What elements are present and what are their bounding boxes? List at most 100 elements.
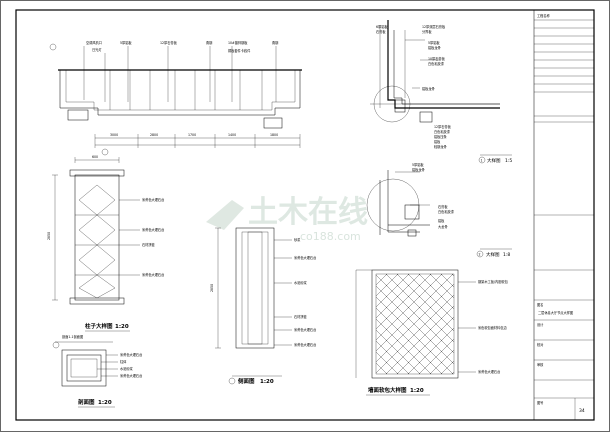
wall-label-4: 石材拼缝 — [294, 314, 308, 319]
panel-frame — [371, 269, 459, 379]
detail-a-label-6: 铝板龙骨 — [428, 45, 441, 50]
tb-sheet-no: 34 — [579, 408, 585, 414]
column-label-2: 米黄色大理石台 — [142, 227, 164, 232]
wall-label-2: 米黄色大理石台 — [294, 255, 316, 260]
column-dim-width: 600 — [92, 155, 98, 159]
detail-a-label-10: 12厚石膏板 — [434, 124, 452, 129]
detail-b-label-3: 石膏板 — [438, 204, 448, 209]
wall-elev-scale: 1:20 — [260, 379, 274, 385]
section-label-2: 柱体 — [120, 359, 127, 364]
title-block: 工程名称 图名 二层休息大厅节点大样图 设计 校对 审核 图号 34 — [533, 9, 595, 421]
tb-row-3: 审核 — [537, 362, 544, 367]
detail-b-num: 2 — [479, 253, 481, 257]
column-label-3: 石材拼缝 — [142, 242, 156, 247]
top-label-2: 日光灯 — [92, 47, 102, 52]
detail-b-label-6: 大龙骨 — [438, 224, 448, 229]
column-diamond-pattern — [75, 184, 119, 299]
top-label-3: 5厚铝板 — [120, 40, 132, 45]
tb-row-2: 校对 — [537, 342, 544, 347]
detail-a-label-14: 轻钢龙骨 — [434, 144, 447, 149]
top-dimensions: 3000 2800 1700 1400 1800 — [94, 133, 301, 156]
detail-a-label-4: 分界板 — [422, 29, 432, 34]
detail-b-label-5: 铝板 — [438, 218, 445, 223]
detail-b-title: 大样图 — [486, 251, 500, 258]
air-outlet — [67, 109, 89, 121]
wall-label-6: 米黄色大理石台 — [294, 342, 316, 347]
detail-a-scale: 1:5 — [505, 158, 512, 164]
detail-a-label-8: 白色乳胶漆 — [428, 61, 445, 66]
top-leaders — [83, 46, 277, 102]
tb-drawing-label: 图名 — [537, 302, 543, 307]
watermark-text: 土木在线 — [248, 195, 368, 230]
detail-a-label-3: 12厚双层石膏板 — [422, 24, 446, 29]
top-ceiling-section: 空调风机口 日光灯 5厚铝板 12厚石膏板 角钢 10#镀锌钢板 铜板套件卡线件… — [49, 40, 302, 156]
tb-project-label: 工程名称 — [537, 13, 551, 18]
wall-elev-marker — [228, 377, 236, 385]
wall-panel-title: 墙面软包大样图 — [368, 386, 407, 394]
wall-label-5: 米黄色大理石台 — [294, 327, 316, 332]
top-label-6: 10#镀锌钢板 — [228, 40, 248, 45]
column-body — [74, 174, 120, 301]
detail-a-title: 大样图 — [487, 157, 501, 164]
column-label-4: 米黄色大理石台 — [142, 272, 164, 277]
detail-a-label-9: 铝板龙骨 — [422, 86, 435, 91]
top-dim-2: 2800 — [150, 133, 158, 137]
column-elev-title: 柱子大样图 — [85, 322, 113, 330]
top-label-4: 12厚石膏板 — [160, 40, 178, 45]
wall-panel-scale: 1:20 — [410, 388, 424, 394]
column-elevation: 2850 600 米黄色大理石台 米黄色大理石台 石材拼缝 米黄色大理石台 柱子… — [47, 155, 164, 332]
top-dim-5: 1800 — [270, 133, 278, 137]
section-fill — [66, 354, 102, 382]
detail-b-label-4: 白色乳胶漆 — [438, 209, 455, 214]
axis-marker — [49, 43, 57, 51]
wall-elev-title: 侧面图 — [238, 377, 255, 385]
wall-body — [235, 227, 275, 349]
section-label-1: 米黄色大理石台 — [120, 352, 142, 357]
panel-label-1: 钢架木工板/内胆软包 — [478, 279, 509, 284]
detail-a-label-7: 10厚石膏板 — [428, 56, 446, 61]
column-section-title: 剖面图 — [78, 398, 95, 406]
detail-a-label-1: 6厚铝板 — [376, 24, 388, 29]
column-section: 米黄色大理石台 柱体 水泥砂浆 米黄色大理石台 剖面1-1剖面图 剖面图 1:2… — [52, 334, 142, 408]
top-dim-3: 1700 — [188, 133, 196, 137]
detail-b-label-1: 5厚铝板 — [412, 162, 424, 167]
detail-a-label-5: 5厚铝板 — [428, 40, 440, 45]
section-outer — [61, 349, 107, 387]
wall-elevation: 2850 砂浆 米黄色大理石台 水泥砂浆 石材拼缝 米黄色大理石台 米黄色大理石… — [210, 227, 316, 385]
detail-a-label-12: 铝板压条 — [434, 134, 448, 139]
top-label-1: 空调风机口 — [86, 40, 102, 45]
panel-label-2: 米色软包面材料包边 — [478, 325, 507, 330]
section-label-3: 水泥砂浆 — [120, 366, 134, 371]
wall-dim-height: 2850 — [210, 284, 214, 292]
tb-row-4: 图号 — [537, 400, 543, 405]
detail-a-title-marker — [478, 156, 486, 164]
top-label-7: 铜板套件卡线件 — [228, 48, 251, 53]
wall-label-1: 砂浆 — [294, 237, 301, 242]
section-tag: 剖面1-1剖面图 — [62, 334, 83, 339]
column-section-scale: 1:20 — [98, 400, 112, 406]
section-label-4: 米黄色大理石台 — [120, 373, 142, 378]
detail-b-scale: 1:8 — [503, 252, 510, 258]
detail-b: 5厚铝板 铝板龙骨 石膏板 白色乳胶漆 铝板 大龙骨 2 大样图 1:8 — [366, 162, 512, 258]
wall-panel: 钢架木工板/内胆软包 米色软包面材料包边 米黄色大理石台 墙面软包大样图 1:2… — [355, 269, 509, 396]
column-label-1: 米黄色大理石台 — [142, 197, 164, 202]
column-elev-scale: 1:20 — [115, 324, 129, 330]
watermark-url: co188.com — [300, 230, 361, 243]
detail-b-label-2: 铝板龙骨 — [412, 167, 425, 172]
wall-label-3: 水泥砂浆 — [294, 280, 308, 285]
ceiling-inner-profile — [65, 70, 296, 111]
tb-row-1: 设计 — [537, 322, 544, 327]
panel-diamond-hatch — [376, 274, 454, 374]
detail-a-num: 1 — [481, 159, 483, 163]
detail-a-label-13: 铝板 — [434, 139, 441, 144]
hanger-rods — [109, 70, 263, 110]
detail-a-label-11: 白色乳胶漆 — [434, 129, 451, 134]
top-label-5: 角钢 — [206, 40, 212, 45]
detail-a: 6厚铝板 石膏板 12厚双层石膏板 分界板 5厚铝板 铝板龙骨 10厚石膏板 白… — [370, 20, 512, 164]
top-dim-1: 3000 — [110, 133, 118, 137]
tb-drawing-name: 二层休息大厅节点大样图 — [538, 310, 573, 315]
top-label-8: 角钢 — [272, 40, 278, 45]
detail-b-title-marker — [476, 250, 484, 258]
lamp-box — [263, 117, 283, 129]
